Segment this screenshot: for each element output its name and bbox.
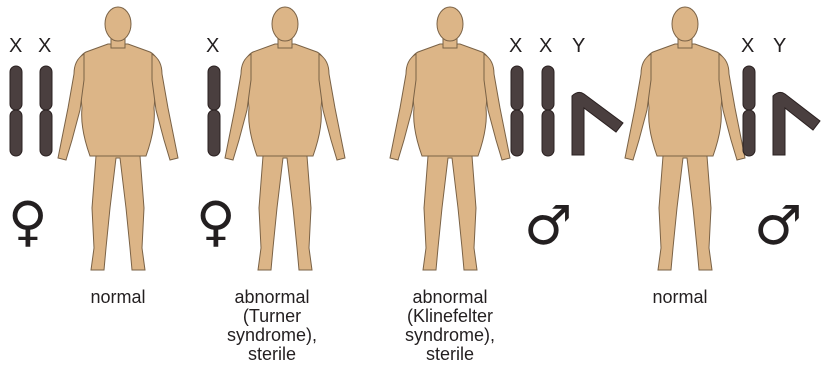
- male-body-figure: [625, 7, 745, 270]
- caption-klinefelter: abnormal (Klinefelter syndrome), sterile: [380, 288, 520, 364]
- caption-turner: abnormal (Turner syndrome), sterile: [202, 288, 342, 364]
- chromosome-label-y: Y: [572, 35, 585, 57]
- x-chromosome: [10, 66, 22, 156]
- panel-turner-syndrome: X ♀: [196, 7, 345, 270]
- turner-body-figure: [225, 7, 345, 270]
- female-body-figure: [58, 7, 178, 270]
- y-chromosome: [773, 92, 820, 155]
- chromosome-label-x: X: [38, 35, 51, 57]
- chromosome-label-x: X: [9, 35, 22, 57]
- x-chromosome: [542, 66, 554, 156]
- panel-klinefelter-syndrome: X X Y ♂: [390, 7, 623, 270]
- x-chromosome: [743, 66, 755, 156]
- female-symbol-icon: ♀: [8, 190, 48, 253]
- female-symbol-icon: ♀: [196, 190, 236, 253]
- caption-normal-female: normal: [48, 288, 188, 307]
- caption-normal-male: normal: [610, 288, 750, 307]
- y-chromosome: [572, 92, 623, 155]
- chromosome-label-x: X: [509, 35, 522, 57]
- x-chromosome: [208, 66, 220, 156]
- x-chromosome: [511, 66, 523, 156]
- x-chromosome: [40, 66, 52, 156]
- chromosome-label-x: X: [741, 35, 754, 57]
- chromosome-label-x: X: [539, 35, 552, 57]
- klinefelter-body-figure: [390, 7, 510, 270]
- male-symbol-icon: ♂: [754, 194, 802, 257]
- chromosome-label-y: Y: [773, 35, 786, 57]
- male-symbol-icon: ♂: [524, 194, 572, 257]
- panel-normal-male: X Y ♂: [625, 7, 820, 270]
- chromosome-label-x: X: [206, 35, 219, 57]
- panel-normal-female: X X ♀: [8, 7, 178, 270]
